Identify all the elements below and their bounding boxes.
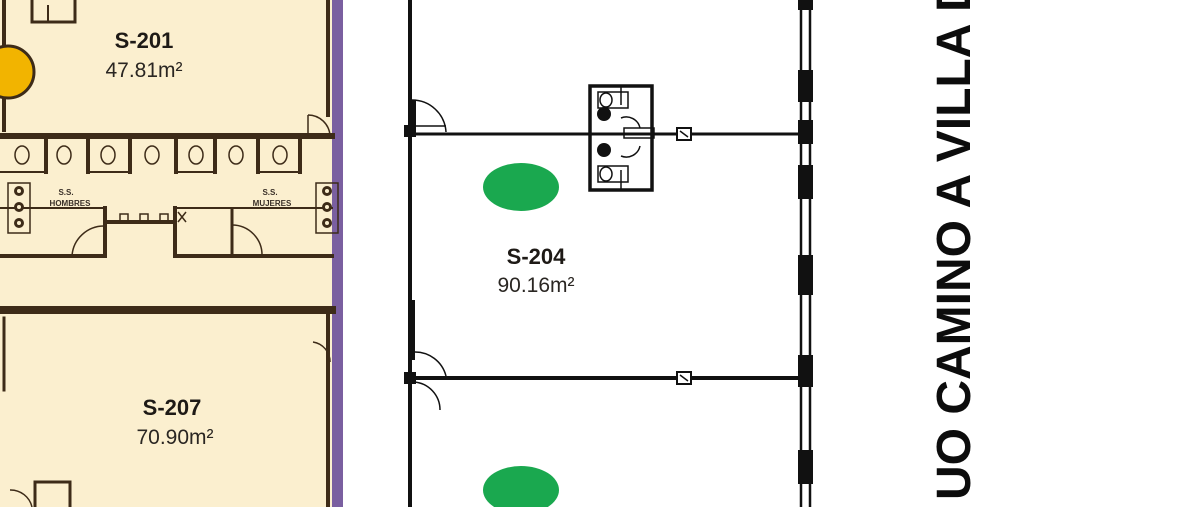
left-section-walls	[0, 0, 336, 507]
window-mullions	[404, 0, 813, 484]
room-s201-name: S-201	[115, 28, 174, 53]
available-marker-lower[interactable]	[483, 466, 559, 507]
room-s207-area: 70.90m²	[136, 426, 213, 449]
room-s207-name: S-207	[143, 395, 202, 420]
street-label: UO CAMINO A VILLA DE	[928, 0, 981, 500]
highlighted-section	[0, 0, 332, 507]
room-s204-area: 90.16m²	[497, 274, 574, 297]
men-restroom-label-line1: S.S.	[58, 188, 73, 197]
room-s201-area: 47.81m²	[105, 59, 182, 82]
room-s204-name: S-204	[507, 244, 566, 269]
sink-drains	[17, 189, 329, 225]
kitchenette-fixtures	[597, 91, 655, 183]
right-section-walls	[408, 0, 812, 507]
right-door-swings	[411, 99, 447, 411]
occupied-marker[interactable]	[0, 44, 36, 100]
urinals	[119, 211, 187, 223]
available-marker-s204[interactable]	[483, 163, 559, 211]
women-restroom-label-line2: MUJERES	[253, 199, 292, 208]
restroom-fixtures	[7, 145, 339, 234]
wall-switches	[676, 127, 692, 385]
kitchenette-dark-fixtures	[597, 107, 611, 157]
men-restroom-label-line2: HOMBRES	[50, 199, 92, 208]
switch-marks	[679, 130, 689, 382]
section-divider	[332, 0, 343, 507]
women-restroom-label-line1: S.S.	[262, 188, 277, 197]
left-door-swings	[9, 114, 331, 507]
